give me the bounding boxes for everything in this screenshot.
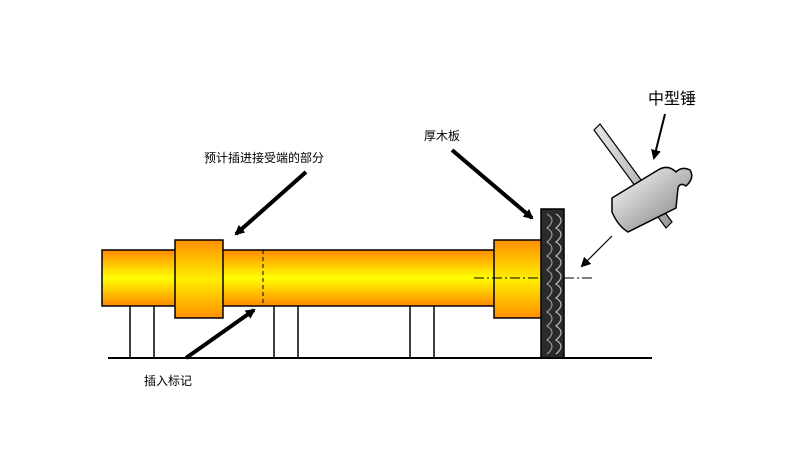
pipe-body [101,249,501,307]
label-plank: 厚木板 [424,129,460,143]
pipe-collar-left [174,239,224,319]
arrow-strike [580,235,613,268]
wooden-plank [540,208,565,359]
label-insert-mark: 插入标记 [144,374,192,388]
arrow-hammer [651,113,666,160]
hammer-icon [593,123,693,233]
annotation-arrows [184,113,666,360]
label-socket-part: 预计插进接受端的部分 [204,150,324,165]
label-hammer: 中型锤 [648,89,696,108]
arrow-insert-mark [184,308,256,360]
pipe-supports [129,306,435,358]
arrow-plank [450,148,534,220]
arrow-socket-part [234,170,308,236]
pipe-socket-end [493,239,543,319]
